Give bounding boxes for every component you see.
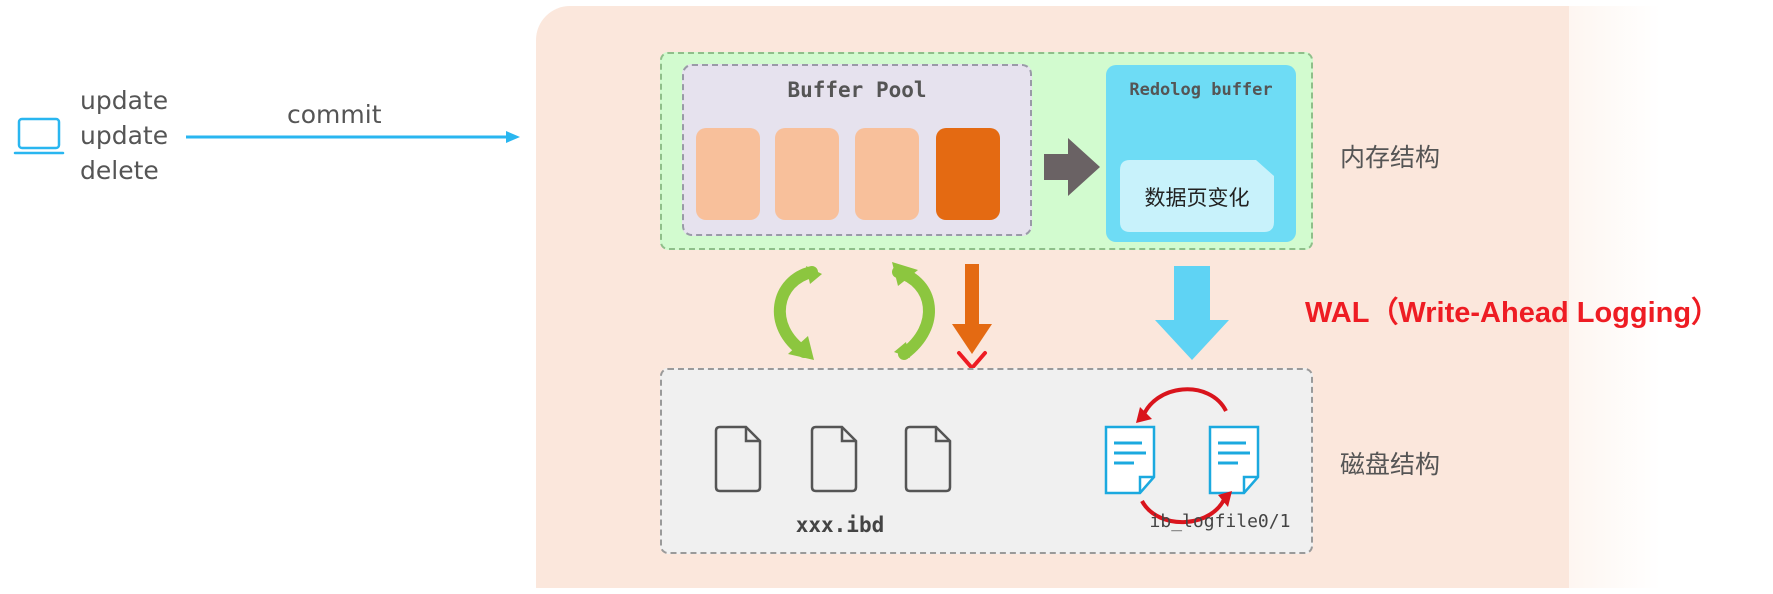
data-page-change-label: 数据页变化 <box>1144 186 1250 210</box>
logfile-label: ib_logfile0/1 <box>1149 511 1291 532</box>
ibd-file-icon-2 <box>810 425 858 493</box>
panel-fade <box>1569 6 1773 588</box>
buffer-page-3 <box>855 128 919 220</box>
ibd-file-icon-3 <box>904 425 952 493</box>
statement-delete: delete <box>80 156 159 185</box>
client-statements: update update delete <box>80 83 168 188</box>
buffer-pool-title: Buffer Pool <box>787 78 927 102</box>
buffer-page-dirty <box>936 128 1000 220</box>
redolog-flush-arrow <box>1155 266 1229 360</box>
disk-structure-box <box>660 368 1313 554</box>
laptop-icon <box>13 117 65 155</box>
ibd-files-label: xxx.ibd <box>795 513 885 537</box>
redolog-buffer-title: Redolog buffer <box>1129 80 1273 100</box>
wal-label: WAL（Write-Ahead Logging） <box>1305 297 1721 329</box>
memory-structure-label: 内存结构 <box>1340 143 1441 172</box>
statement-update-1: update <box>80 86 169 115</box>
disk-structure-label: 磁盘结构 <box>1340 450 1441 479</box>
logfile-cycle-arrows <box>1136 387 1232 524</box>
commit-label: commit <box>287 100 382 129</box>
load-from-disk-arrow <box>773 266 822 360</box>
logfile-1-icon <box>1208 425 1260 495</box>
direct-flush-arrow <box>952 264 992 354</box>
sync-to-disk-arrow <box>892 262 935 360</box>
statement-update-2: update <box>80 121 169 150</box>
data-page-change-card <box>1120 160 1274 232</box>
buffer-page-1 <box>696 128 760 220</box>
logfile-0-icon <box>1104 425 1156 495</box>
commit-arrow <box>186 131 520 143</box>
buffer-page-2 <box>775 128 839 220</box>
ibd-file-icon-1 <box>714 425 762 493</box>
write-to-redolog-arrow <box>1044 138 1100 196</box>
